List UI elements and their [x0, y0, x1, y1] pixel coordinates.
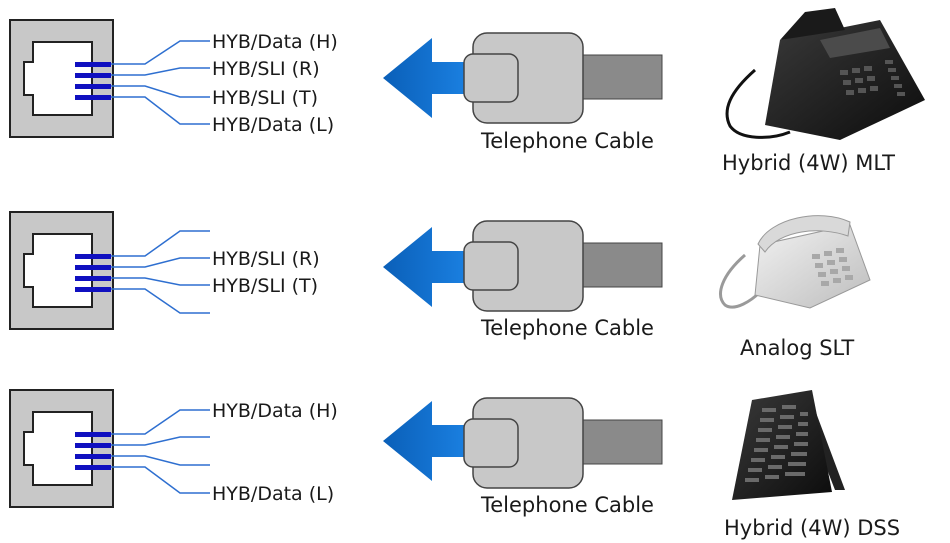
row-3: HYB/Data (H) HYB/Data (L) Telephone Cabl…: [9, 389, 900, 540]
pin-label-3: HYB/SLI (T): [212, 275, 318, 297]
jack-pin: [75, 465, 111, 470]
insert-arrow: [383, 401, 465, 481]
pin-label-4: HYB/Data (L): [212, 114, 334, 136]
row-1: HYB/Data (H) HYB/SLI (R) HYB/SLI (T) HYB…: [9, 8, 925, 175]
analog-telephone-icon: [719, 215, 871, 309]
pin-label-4: HYB/Data (L): [212, 483, 334, 505]
pin-label-1: HYB/Data (H): [212, 400, 338, 422]
cable-label: Telephone Cable: [480, 493, 654, 517]
device-label: Analog SLT: [740, 336, 854, 360]
wires: [111, 40, 210, 125]
jack-pin: [75, 265, 111, 270]
device-label: Hybrid (4W) DSS: [724, 516, 900, 540]
insert-arrow: [383, 38, 465, 118]
modular-jack: [9, 19, 114, 138]
jack-pin: [75, 443, 111, 448]
pin-label-2: HYB/SLI (R): [212, 58, 320, 80]
dss-console-icon: [732, 390, 845, 500]
jack-pin: [75, 432, 111, 437]
cable-label: Telephone Cable: [480, 129, 654, 153]
wires: [111, 230, 210, 314]
jack-pin: [75, 62, 111, 67]
modular-jack: [9, 389, 114, 508]
wires: [111, 409, 210, 494]
pin-label-3: HYB/SLI (T): [212, 87, 318, 109]
jack-pin: [75, 73, 111, 78]
cable-plug: [463, 32, 663, 124]
cable-plug: [463, 220, 663, 312]
device-label: Hybrid (4W) MLT: [722, 151, 895, 175]
pin-label-1: HYB/Data (H): [212, 31, 338, 53]
jack-pin: [75, 276, 111, 281]
jack-pin: [75, 254, 111, 259]
cable-plug: [463, 397, 663, 489]
pin-label-2: HYB/SLI (R): [212, 248, 320, 270]
jack-pin: [75, 287, 111, 292]
jack-pin: [75, 454, 111, 459]
modular-jack: [9, 211, 114, 330]
insert-arrow: [383, 227, 465, 307]
jack-pin: [75, 95, 111, 100]
multiline-telephone-icon: [725, 8, 925, 140]
jack-pin: [75, 84, 111, 89]
row-2: HYB/SLI (R) HYB/SLI (T) Telephone Cable …: [9, 211, 871, 360]
cable-label: Telephone Cable: [480, 316, 654, 340]
